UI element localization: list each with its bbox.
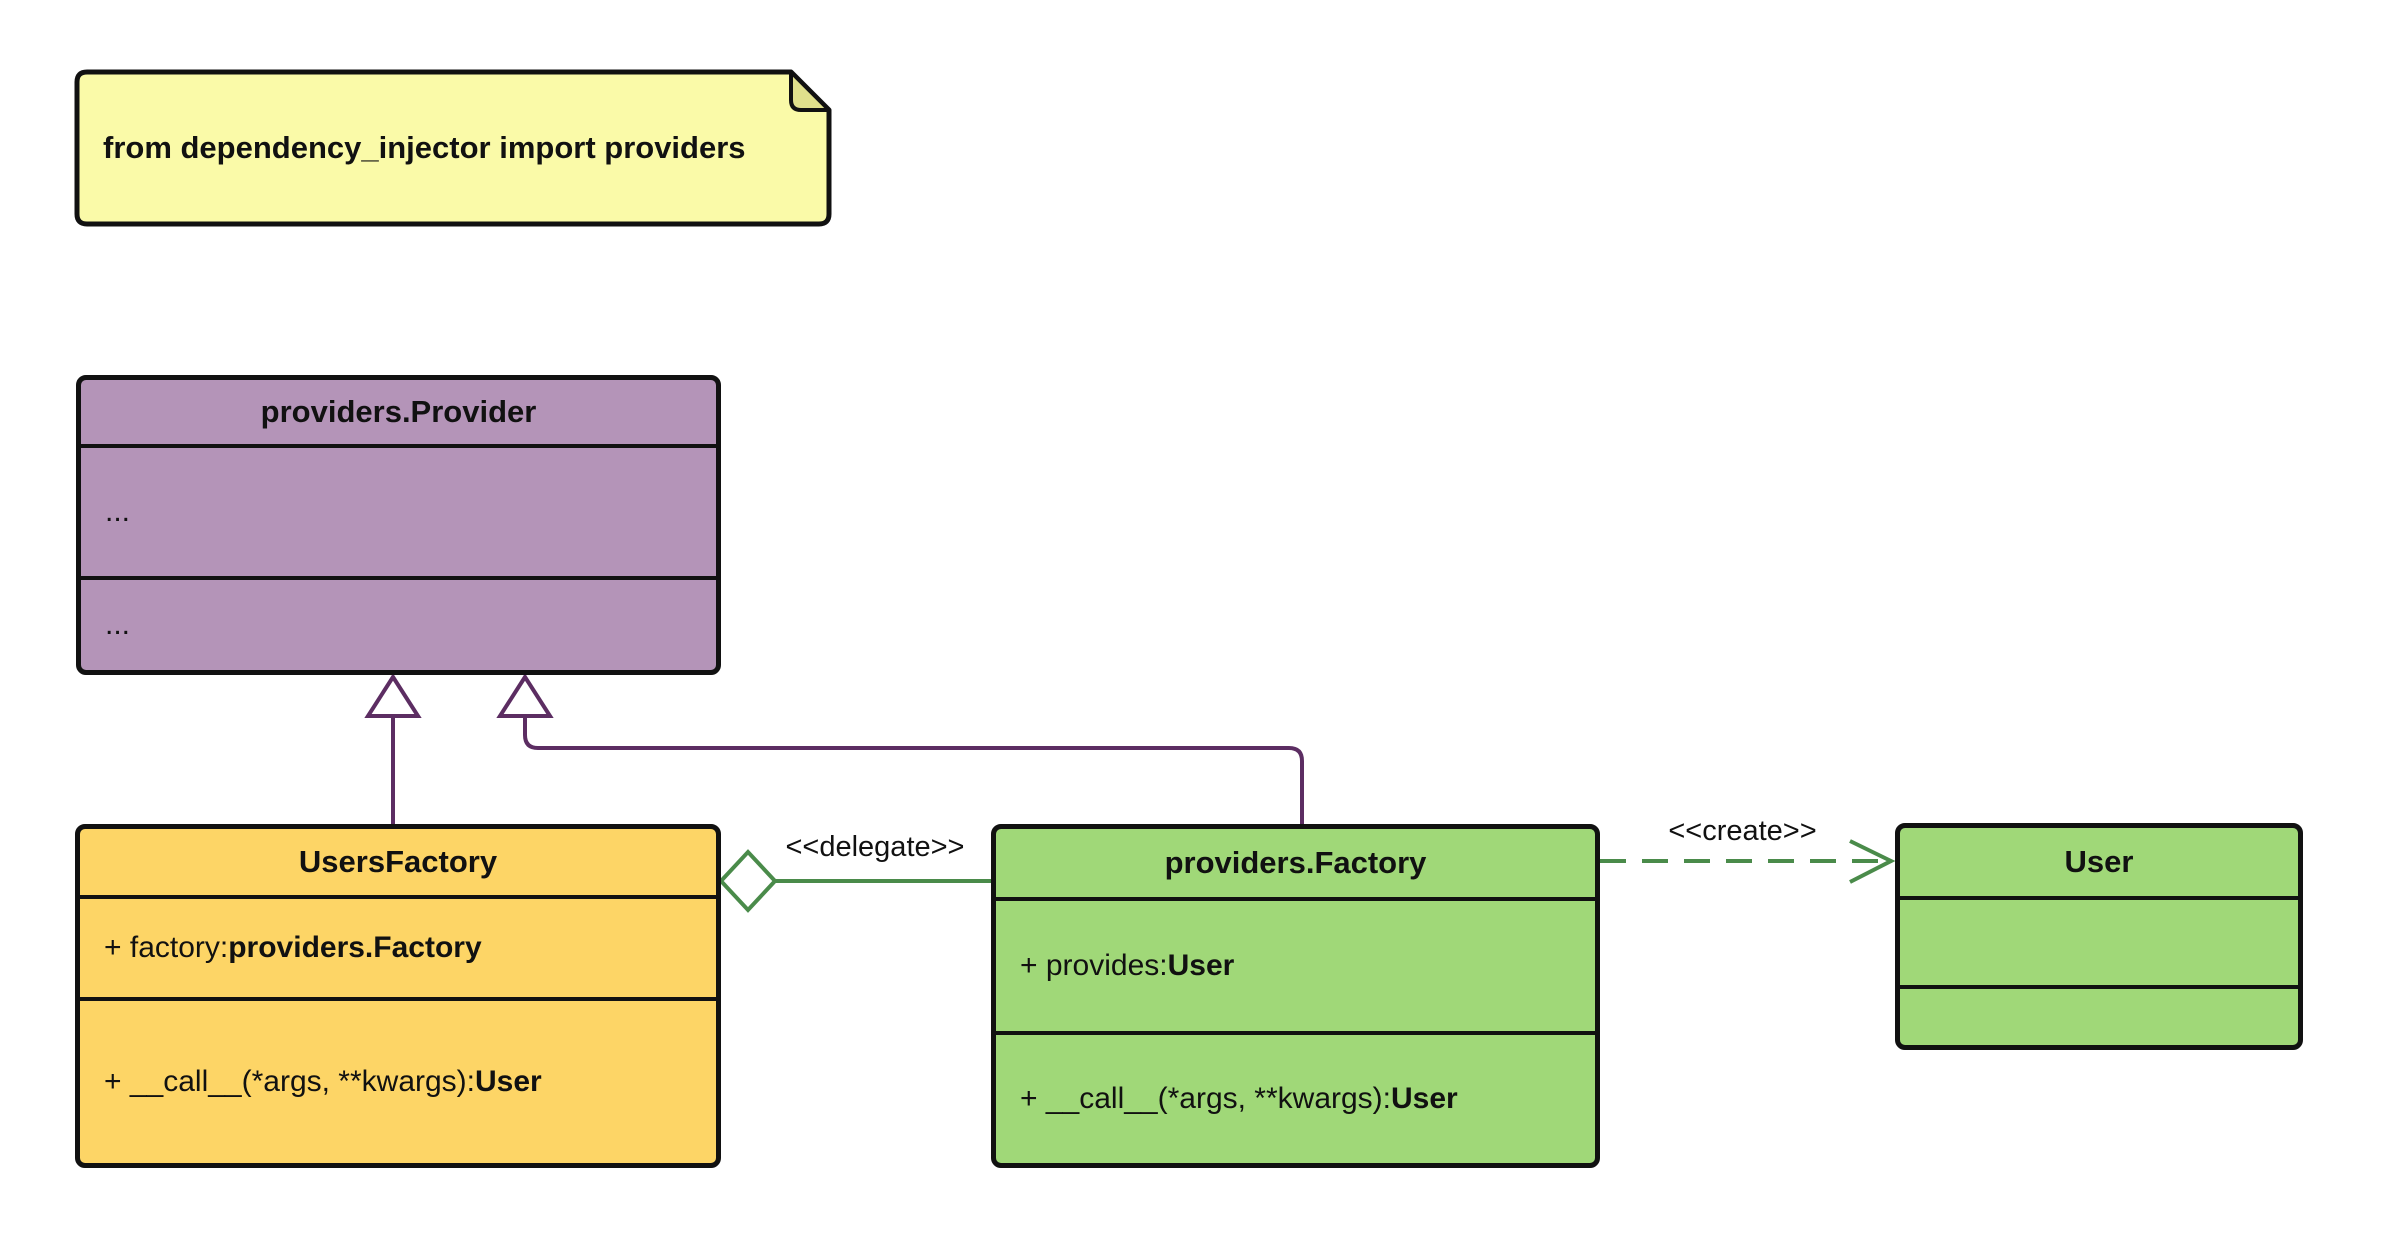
class-title: User (2064, 844, 2134, 879)
delegate-stereotype-label: <<delegate>> (785, 831, 965, 863)
inheritance-triangle-icon-right (496, 673, 554, 718)
class-user: User (1895, 823, 2303, 1050)
method-signature: + __call__(*args, **kwargs): (104, 1065, 476, 1098)
attribute-name: + factory: (104, 931, 229, 964)
class-users-factory: UsersFactory + factory: providers.Factor… (75, 824, 721, 1168)
class-attributes (1900, 896, 2298, 985)
attribute-type: providers.Factory (228, 931, 482, 964)
class-attributes: + factory: providers.Factory (80, 895, 716, 997)
inheritance-triangle-icon-left (364, 673, 422, 718)
class-methods: + __call__(*args, **kwargs): User (996, 1031, 1595, 1163)
create-stereotype-label: <<create>> (1668, 815, 1817, 847)
attribute-name: + provides: (1020, 949, 1168, 982)
class-title: providers.Provider (260, 394, 537, 429)
class-providers-factory: providers.Factory + provides: User + __c… (991, 824, 1600, 1168)
class-title: providers.Factory (1164, 845, 1427, 880)
attribute-type: User (1167, 949, 1235, 982)
create-open-arrowhead-icon (1849, 839, 1896, 884)
class-methods: + __call__(*args, **kwargs): User (80, 997, 716, 1163)
inheritance-line-factory (523, 716, 1304, 824)
note-fold-icon (789, 70, 831, 112)
method-return-type: User (1391, 1082, 1458, 1115)
class-attributes: + provides: User (996, 897, 1595, 1031)
method-signature: + __call__(*args, **kwargs): (1020, 1082, 1392, 1115)
code-note: from dependency_injector import provider… (103, 72, 803, 224)
note-shape (74, 69, 832, 227)
class-methods (1900, 985, 2298, 1045)
method-return-type: User (475, 1065, 542, 1098)
class-attributes: ... (81, 444, 716, 576)
class-methods: ... (81, 576, 716, 670)
code-note-text: from dependency_injector import provider… (103, 130, 746, 165)
aggregation-diamond-icon (718, 849, 778, 913)
class-title: UsersFactory (298, 844, 498, 879)
class-providers-provider: providers.Provider ... ... (76, 375, 721, 675)
